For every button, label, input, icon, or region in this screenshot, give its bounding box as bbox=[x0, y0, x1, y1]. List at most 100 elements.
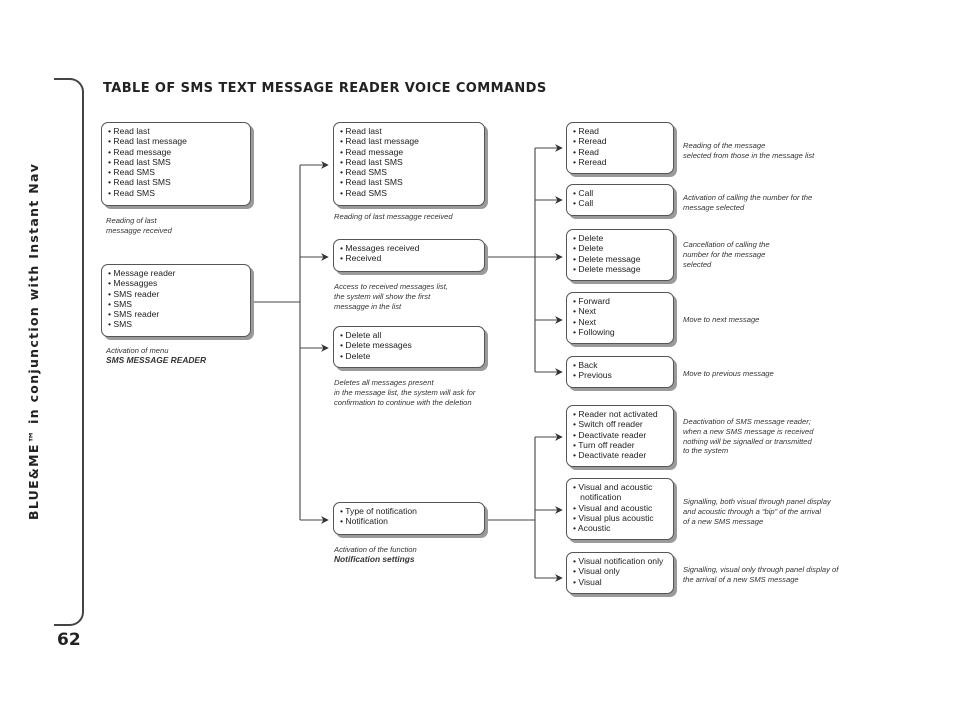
note-line: of a new SMS message bbox=[683, 516, 764, 526]
command-line: • Visual and acoustic bbox=[573, 482, 653, 492]
command-line: • Reader not activated bbox=[573, 409, 658, 419]
note-line: the arrival of a new SMS message bbox=[683, 574, 799, 584]
command-line: • Visual and acoustic bbox=[573, 502, 653, 513]
note-line: and acoustic through a “bip” of the arri… bbox=[683, 506, 822, 516]
command-line: • Turn off reader bbox=[573, 439, 635, 450]
command-line: • Messagges bbox=[108, 278, 158, 289]
note-line: Reading of last messagge received bbox=[334, 212, 453, 221]
note-read-last-middle: Reading of last messagge received bbox=[334, 212, 453, 222]
note-messages-received: Access to received messages list, the sy… bbox=[334, 282, 448, 311]
command-box-read-last-left: • Read last • Read last message • Read m… bbox=[101, 122, 251, 206]
command-line: • Read last SMS bbox=[108, 177, 171, 188]
command-line: • Notification bbox=[340, 516, 388, 527]
command-line: • Visual notification only bbox=[573, 556, 664, 566]
command-line: • Delete bbox=[340, 350, 371, 361]
note-line: Reading of the message bbox=[683, 141, 766, 150]
note-line: nothing will be signalled or transmitted bbox=[683, 436, 812, 446]
command-line: • SMS reader bbox=[108, 288, 160, 299]
command-line: • Delete all bbox=[340, 330, 382, 340]
command-line: • Read last SMS bbox=[108, 156, 171, 167]
note-line: Signalling, both visual through panel di… bbox=[683, 497, 831, 506]
command-line: • Forward bbox=[573, 296, 610, 306]
note-line: when a new SMS message is received bbox=[683, 426, 814, 436]
note-line: Deactivation of SMS message reader; bbox=[683, 417, 811, 426]
note-line: message selected bbox=[683, 202, 745, 212]
command-line: • Following bbox=[573, 326, 615, 337]
command-line: • Read last SMS bbox=[340, 177, 403, 188]
note-line: Reading of last bbox=[106, 216, 157, 225]
note-back: Move to previous message bbox=[683, 369, 774, 379]
command-line: • SMS bbox=[108, 319, 133, 330]
page-number: 62 bbox=[57, 630, 81, 650]
note-read-last-left: Reading of last messagge received bbox=[106, 216, 172, 236]
command-line: • SMS reader bbox=[108, 309, 160, 320]
note-line: Access to received messages list, bbox=[334, 282, 448, 291]
note-line: to the system bbox=[683, 446, 729, 456]
note-line: confirmation to continue with the deleti… bbox=[334, 397, 472, 407]
note-line: Activation of calling the number for the bbox=[683, 193, 813, 202]
command-line: • SMS bbox=[108, 298, 133, 309]
command-line: • Read last SMS bbox=[340, 156, 403, 167]
command-line: • Read last message bbox=[340, 136, 419, 147]
note-visual-and-acoustic: Signalling, both visual through panel di… bbox=[683, 497, 831, 526]
command-box-read-last-middle: • Read last • Read last message • Read m… bbox=[333, 122, 485, 206]
command-line: • Read last bbox=[108, 126, 150, 136]
note-line: the system will show the first bbox=[334, 291, 431, 301]
command-line: • Visual plus acoustic bbox=[573, 512, 654, 523]
command-line: • Read message bbox=[108, 146, 172, 157]
command-line: • Visual bbox=[573, 576, 602, 587]
note-line: Activation of menu bbox=[106, 346, 169, 355]
note-line: Move to next message bbox=[683, 315, 760, 324]
command-line: • Deactivate reader bbox=[573, 450, 647, 461]
note-line: selected bbox=[683, 259, 712, 269]
note-delete-all: Deletes all messages present in the mess… bbox=[334, 378, 475, 407]
command-box-back: • Back • Previous bbox=[566, 356, 674, 388]
page-spine-bracket bbox=[54, 78, 84, 626]
note-read: Reading of the message selected from tho… bbox=[683, 141, 814, 161]
command-line: • Received bbox=[340, 253, 382, 264]
command-line: notification bbox=[573, 492, 622, 503]
command-line: • Read SMS bbox=[108, 167, 155, 178]
command-line: • Read SMS bbox=[108, 187, 155, 198]
command-line: • Next bbox=[573, 316, 597, 327]
command-line: • Messages received bbox=[340, 243, 420, 253]
note-forward: Move to next message bbox=[683, 315, 759, 325]
command-line: • Read bbox=[573, 126, 599, 136]
command-box-visual-and-acoustic: • Visual and acoustic notification • Vis… bbox=[566, 478, 674, 540]
command-box-messages-received: • Messages received • Received bbox=[333, 239, 485, 272]
command-line: • Deactivate reader bbox=[573, 429, 647, 440]
command-line: • Next bbox=[573, 306, 597, 317]
note-line: messagge in the list bbox=[334, 301, 402, 311]
command-line: • Read last bbox=[340, 126, 382, 136]
command-line: • Read SMS bbox=[340, 167, 387, 178]
command-line: • Call bbox=[573, 198, 594, 209]
command-box-read: • Read • Reread • Read • Reread bbox=[566, 122, 674, 174]
command-line: • Message reader bbox=[108, 268, 176, 278]
command-line: • Visual only bbox=[573, 566, 620, 577]
note-type-of-notification: Activation of the function Notification … bbox=[334, 545, 417, 565]
command-box-reader-not-activated: • Reader not activated • Switch off read… bbox=[566, 405, 674, 467]
command-line: • Delete message bbox=[573, 253, 641, 264]
command-box-delete: • Delete • Delete • Delete message • Del… bbox=[566, 229, 674, 281]
note-line: messagge received bbox=[106, 225, 172, 235]
note-line: number for the message bbox=[683, 249, 766, 259]
command-line: • Back bbox=[573, 360, 598, 370]
command-line: • Call bbox=[573, 188, 594, 198]
command-box-type-of-notification: • Type of notification • Notification bbox=[333, 502, 485, 535]
command-line: • Read SMS bbox=[340, 187, 387, 198]
command-line: • Reread bbox=[573, 136, 607, 147]
command-line: • Type of notification bbox=[340, 506, 417, 516]
note-line: Activation of the function bbox=[334, 545, 417, 554]
note-call: Activation of calling the number for the… bbox=[683, 193, 812, 213]
page-title: TABLE OF SMS TEXT MESSAGE READER VOICE C… bbox=[103, 81, 547, 96]
command-box-message-reader: • Message reader • Messagges • SMS reade… bbox=[101, 264, 251, 337]
command-line: • Acoustic bbox=[573, 523, 611, 534]
command-line: • Switch off reader bbox=[573, 419, 643, 430]
note-line: Signalling, visual only through panel di… bbox=[683, 565, 839, 574]
note-reader-not-activated: Deactivation of SMS message reader; when… bbox=[683, 417, 813, 456]
command-box-delete-all: • Delete all • Delete messages • Delete bbox=[333, 326, 485, 368]
command-line: • Delete message bbox=[573, 263, 641, 274]
note-line: Cancellation of calling the bbox=[683, 240, 770, 249]
